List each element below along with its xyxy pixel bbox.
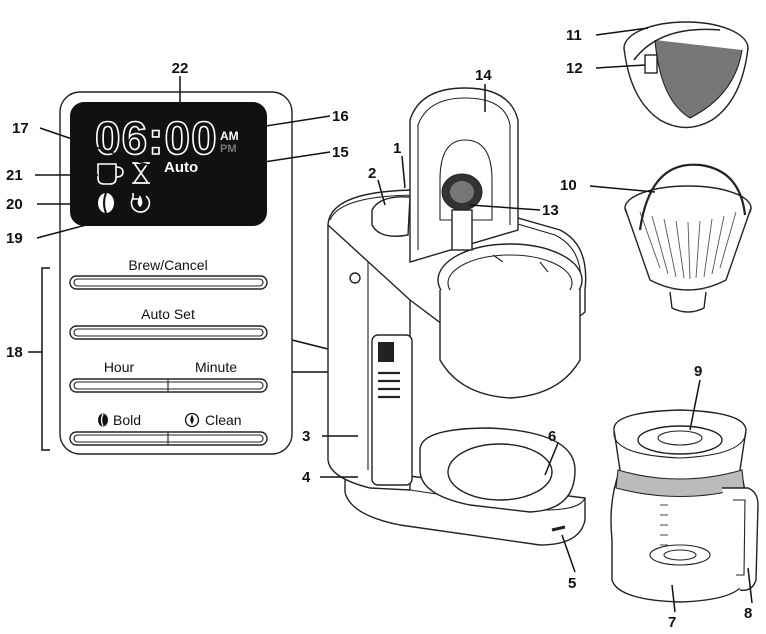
coffee-maker-body [327, 87, 587, 546]
callout-17: 17 [12, 120, 29, 137]
carafe-base-ring [649, 544, 711, 566]
callout-8: 8 [744, 605, 752, 622]
basket-ribs [639, 211, 737, 280]
basket-spout [669, 291, 707, 313]
callout-3: 3 [302, 428, 310, 445]
callout-4: 4 [302, 469, 311, 486]
carafe-lid-button [657, 430, 703, 446]
indicator-light [551, 525, 566, 532]
showerhead [441, 173, 483, 251]
callout-11: 11 [566, 27, 582, 44]
carafe-handle [722, 487, 759, 591]
carafe-lid-rim [613, 431, 747, 459]
lid-recess [439, 139, 493, 221]
basket-cone [624, 207, 752, 291]
auto-set-label: Auto Set [141, 306, 195, 322]
clean-label: Clean [205, 412, 242, 428]
callout-9: 9 [694, 363, 702, 380]
callout-10: 10 [560, 177, 577, 194]
lcd-pm: PM [220, 143, 237, 155]
callout-6: 6 [548, 428, 556, 445]
bold-bean-icon [98, 413, 108, 427]
callout-14: 14 [475, 67, 492, 84]
auto-set-button-inner [73, 328, 264, 337]
callout-5: 5 [568, 575, 576, 592]
callout-2: 2 [368, 165, 376, 182]
callout-1: 1 [393, 140, 401, 157]
side-knob [349, 272, 361, 284]
filter-handle [633, 28, 721, 61]
latch-right [539, 261, 549, 273]
callout-15: 15 [332, 144, 349, 161]
hour-minute-button-inner [73, 381, 264, 390]
brew-cancel-label: Brew/Cancel [128, 257, 207, 273]
filter-tab [644, 54, 658, 74]
clean-button-icon [184, 412, 200, 428]
basket-handle [638, 163, 747, 231]
callout-16: 16 [332, 108, 349, 125]
callout-7: 7 [668, 614, 676, 631]
bold-clean-button-inner [73, 434, 264, 443]
callout-19: 19 [6, 230, 23, 247]
auto-set-button[interactable] [69, 325, 268, 340]
bean-icon [98, 192, 114, 214]
brew-basket [624, 163, 752, 313]
tower-display [378, 342, 394, 362]
latch-mid [492, 254, 504, 263]
mug-icon [97, 163, 124, 185]
lcd-am: AM [220, 129, 239, 143]
hour-label: Hour [104, 359, 135, 375]
callout-12: 12 [566, 60, 583, 77]
carafe-scale [660, 504, 668, 546]
brew-cancel-button[interactable] [69, 275, 268, 290]
leader-lines [35, 27, 753, 613]
control-panel-closeup: 06:00 AM PM Auto Brew/Cancel Auto [59, 91, 293, 455]
callout-21: 21 [6, 167, 23, 184]
bold-label: Bold [113, 412, 141, 428]
filter-mesh [654, 39, 743, 119]
minute-label: Minute [195, 359, 237, 375]
brew-chamber [439, 290, 581, 399]
carafe-handle-inner [733, 499, 746, 576]
bracket-18 [41, 267, 50, 451]
callout-13: 13 [542, 202, 559, 219]
lcd-time: 06:00 [95, 112, 218, 164]
showerhead-arm [451, 209, 473, 251]
callout-18: 18 [6, 344, 23, 361]
lcd-display [70, 102, 267, 226]
callout-20: 20 [6, 196, 23, 213]
hinged-lid-inner [417, 97, 511, 250]
callout-22: 22 [172, 60, 189, 77]
warming-plate-inner [447, 443, 553, 501]
lcd-auto: Auto [164, 159, 198, 176]
carafe [610, 409, 759, 603]
tower-buttons [378, 371, 400, 399]
clean-cycle-icon [130, 193, 151, 213]
brew-cancel-button-inner [73, 278, 264, 287]
carafe-lid [637, 425, 723, 455]
callout-numbers: 22 17 21 20 19 18 16 15 1 2 14 13 11 12 … [6, 27, 752, 631]
water-reservoir-lid [371, 196, 411, 237]
carafe-base-center [663, 549, 697, 561]
permanent-filter [623, 21, 749, 129]
